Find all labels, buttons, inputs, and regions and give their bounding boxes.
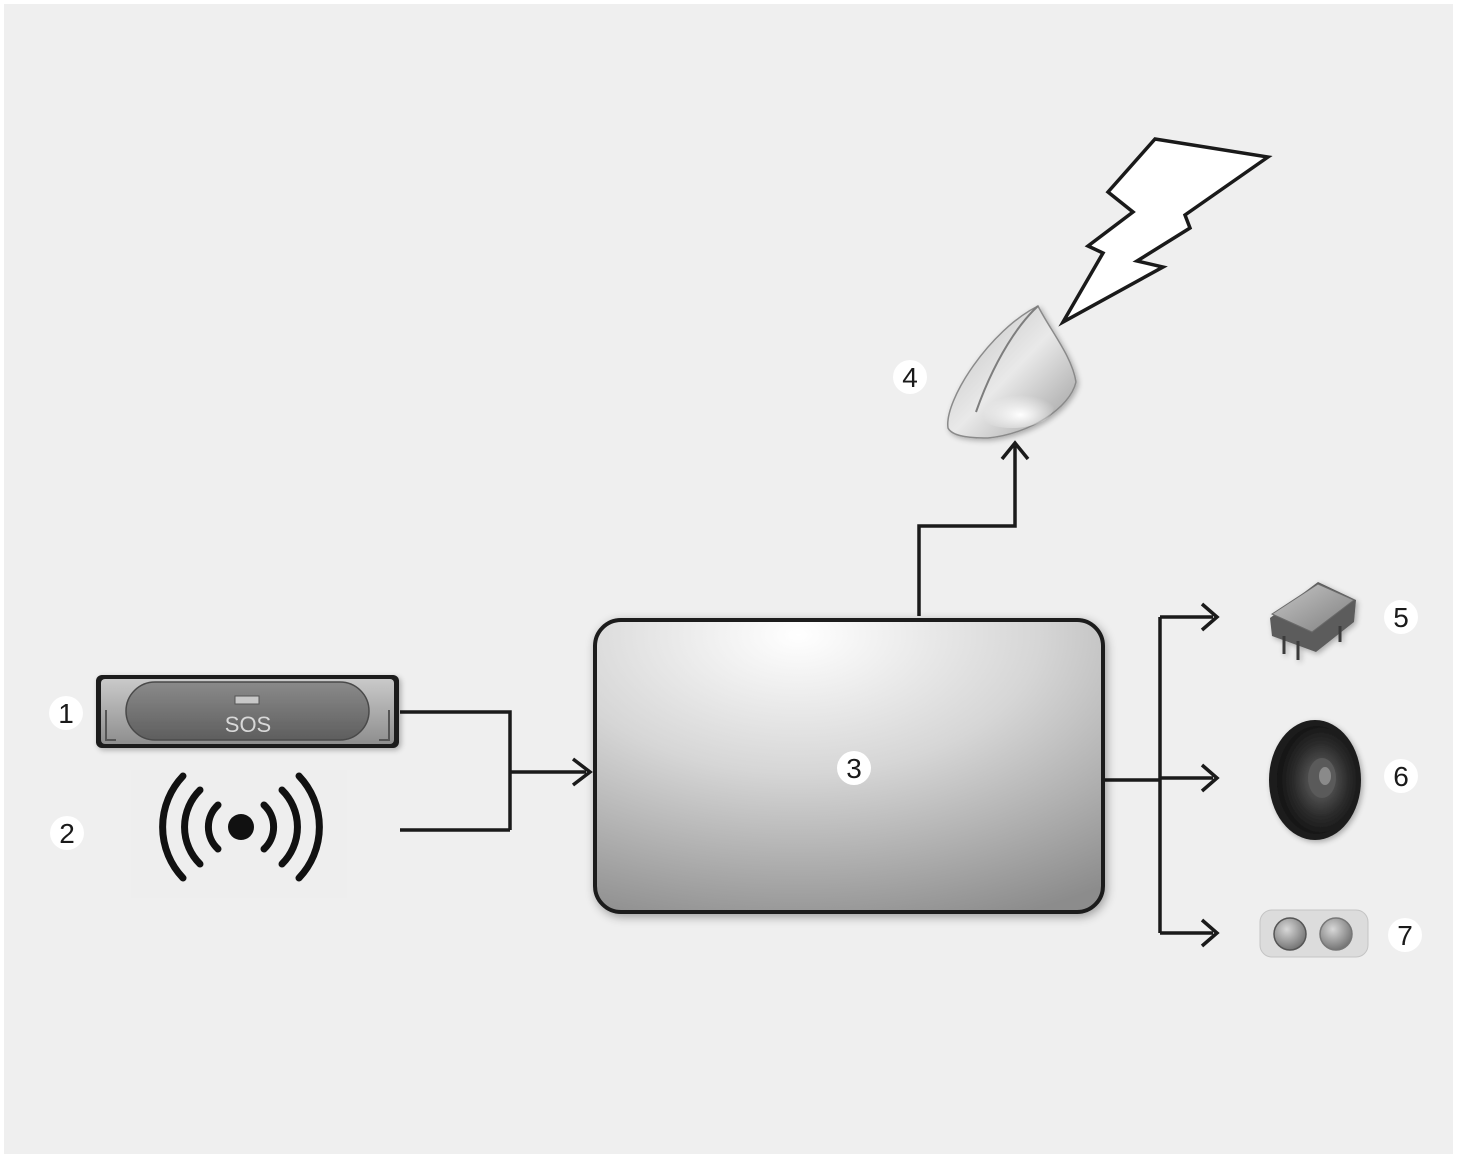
indicator-light-left — [1273, 917, 1307, 951]
lightning-bolt-icon — [1058, 137, 1273, 327]
antenna-icon — [947, 304, 1077, 439]
label-5: 5 — [1384, 600, 1418, 634]
label-4: 4 — [893, 360, 927, 394]
sos-text: SOS — [225, 712, 271, 737]
label-6: 6 — [1384, 759, 1418, 793]
label-7: 7 — [1388, 918, 1422, 952]
connector-sos-to-junction — [400, 710, 512, 830]
signal-waves-icon — [131, 770, 347, 898]
arrowhead-antenna — [1000, 440, 1030, 461]
arrowhead-unit — [571, 757, 593, 787]
svg-text:3: 3 — [846, 753, 862, 784]
indicator-lights-icon — [1259, 909, 1369, 958]
button-module-icon — [1270, 582, 1356, 660]
svg-text:1: 1 — [58, 698, 74, 729]
arrowhead-button — [1200, 602, 1220, 632]
indicator-light-right — [1319, 917, 1353, 951]
svg-text:4: 4 — [902, 362, 918, 393]
connector-unit-to-antenna — [917, 446, 1017, 616]
label-1: 1 — [49, 696, 83, 730]
svg-text:6: 6 — [1393, 761, 1409, 792]
svg-text:2: 2 — [59, 818, 75, 849]
sos-button-icon: SOS — [96, 675, 399, 748]
svg-text:7: 7 — [1397, 920, 1413, 951]
arrowhead-speaker — [1200, 763, 1220, 793]
connector-lines — [400, 440, 1220, 948]
svg-text:5: 5 — [1393, 602, 1409, 633]
label-3: 3 — [837, 751, 871, 785]
label-2: 2 — [50, 816, 84, 850]
arrowhead-indicator — [1200, 918, 1220, 948]
speaker-icon — [1269, 720, 1361, 840]
